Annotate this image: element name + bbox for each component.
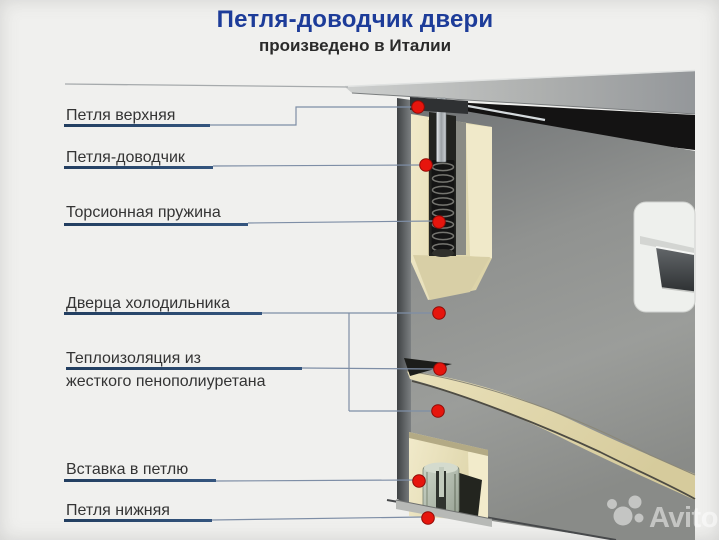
callout-closer-hinge-rule — [64, 166, 213, 169]
callout-torsion-spring-rule — [64, 223, 248, 226]
title-block: Петля-доводчик двери произведено в Итали… — [10, 6, 700, 56]
bottom-hinge-profile — [396, 500, 492, 527]
callout-door-rule — [64, 312, 262, 315]
callout-hinge-insert-rule — [64, 479, 216, 482]
avito-dots-icon — [607, 495, 644, 526]
door-cut-edge — [397, 98, 411, 505]
callout-torsion-spring: Торсионная пружина — [66, 204, 221, 221]
callout-door: Дверца холодильника — [66, 295, 230, 312]
countertop-edge-line — [64, 83, 349, 88]
avito-watermark: Avito — [607, 495, 718, 534]
callout-bottom-hinge: Петля нижняя — [66, 502, 170, 519]
torsion-spring — [431, 160, 455, 257]
handle-recess — [656, 247, 694, 292]
marker-dots — [411, 100, 447, 525]
callout-top-hinge: Петля верхняя — [66, 107, 176, 124]
avito-watermark-text: Avito — [649, 502, 718, 534]
callout-top-hinge-rule — [64, 124, 210, 127]
page-subtitle: произведено в Италии — [258, 35, 452, 55]
callout-connector-lines — [64, 83, 436, 521]
callout-insulation-line2: жесткого пенополиуретана — [66, 373, 266, 390]
callout-insulation-rule — [66, 367, 302, 370]
callout-hinge-insert: Вставка в петлю — [66, 461, 189, 478]
countertop — [344, 69, 696, 115]
callout-insulation-line1: Теплоизоляция из — [66, 350, 201, 367]
marker-torsion-spring — [432, 215, 446, 229]
door-handle — [633, 201, 696, 313]
top-hinge-bracket — [410, 97, 468, 114]
callout-bottom-hinge-rule — [64, 519, 212, 522]
page-title: Петля-доводчик двери — [216, 6, 494, 33]
marker-door — [432, 306, 446, 320]
marker-insulation-1 — [433, 362, 447, 376]
marker-closer-hinge — [419, 158, 433, 172]
closer-pin — [436, 97, 447, 163]
bottom-hinge-niche — [395, 432, 493, 527]
callout-closer-hinge: Петля-доводчик — [66, 149, 185, 166]
hinge-insert-block — [422, 462, 460, 515]
marker-top-hinge — [411, 100, 425, 114]
marker-hinge-insert — [412, 474, 426, 488]
marker-bottom-hinge — [421, 511, 435, 525]
marker-insulation-2 — [431, 404, 445, 418]
top-hinge-niche — [410, 97, 492, 300]
